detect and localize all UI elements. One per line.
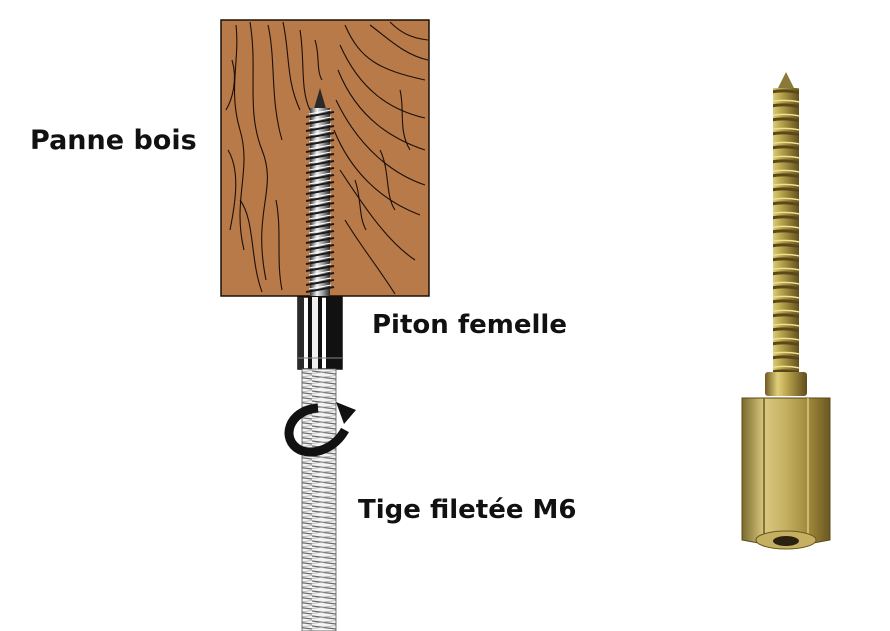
rotation-arrow-icon xyxy=(284,402,356,457)
screw-thread-ridges xyxy=(305,109,335,293)
wood-grain-lines xyxy=(225,21,429,295)
female-eye-bolt-coupler xyxy=(297,296,343,370)
wood-purlin-label: Panne bois xyxy=(30,125,197,156)
wood-screw-thread xyxy=(305,88,335,296)
eye-bolt-label: Piton femelle xyxy=(372,310,567,340)
hanger-bolt-photo xyxy=(741,72,831,550)
threaded-rod-label: Tige filetée M6 xyxy=(358,495,577,525)
